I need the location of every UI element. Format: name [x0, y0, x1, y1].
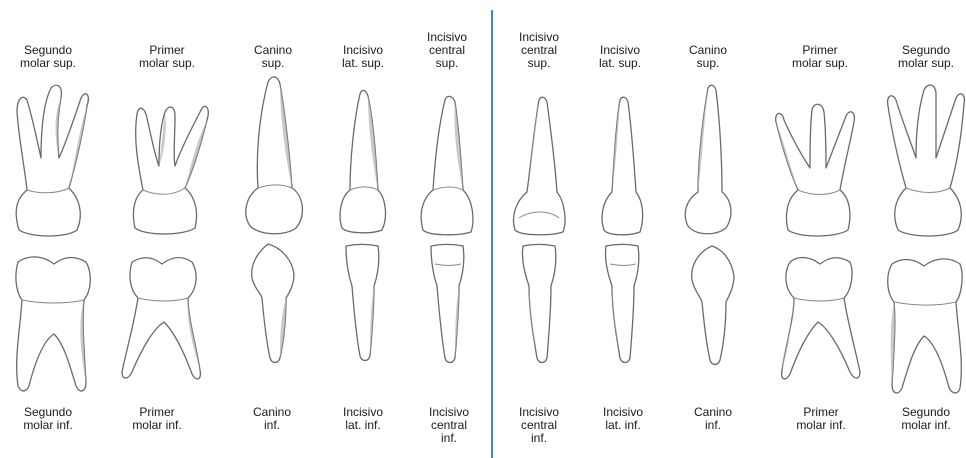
upper-second-molar-right [888, 85, 965, 236]
lower-lateral-incisor-left [346, 245, 379, 361]
lower-canine-left [252, 244, 294, 363]
lower-second-molar-right [888, 259, 962, 393]
lower-central-incisor-left [431, 245, 464, 363]
upper-second-molar-left [16, 85, 88, 236]
lower-central-incisor-right [522, 245, 555, 363]
upper-first-molar-left [133, 106, 208, 234]
lower-lateral-incisor-right [605, 245, 638, 363]
lower-canine-right [692, 246, 734, 365]
lower-first-molar-right [782, 258, 860, 379]
lower-first-molar-left [122, 258, 200, 379]
upper-canine-left [246, 77, 303, 234]
upper-lateral-incisor-left [340, 90, 385, 232]
upper-canine-right [685, 85, 731, 234]
upper-first-molar-right [776, 104, 855, 236]
upper-central-incisor-right [514, 97, 566, 235]
lower-second-molar-left [16, 257, 90, 391]
upper-central-incisor-left [421, 96, 473, 234]
upper-lateral-incisor-right [602, 97, 643, 235]
